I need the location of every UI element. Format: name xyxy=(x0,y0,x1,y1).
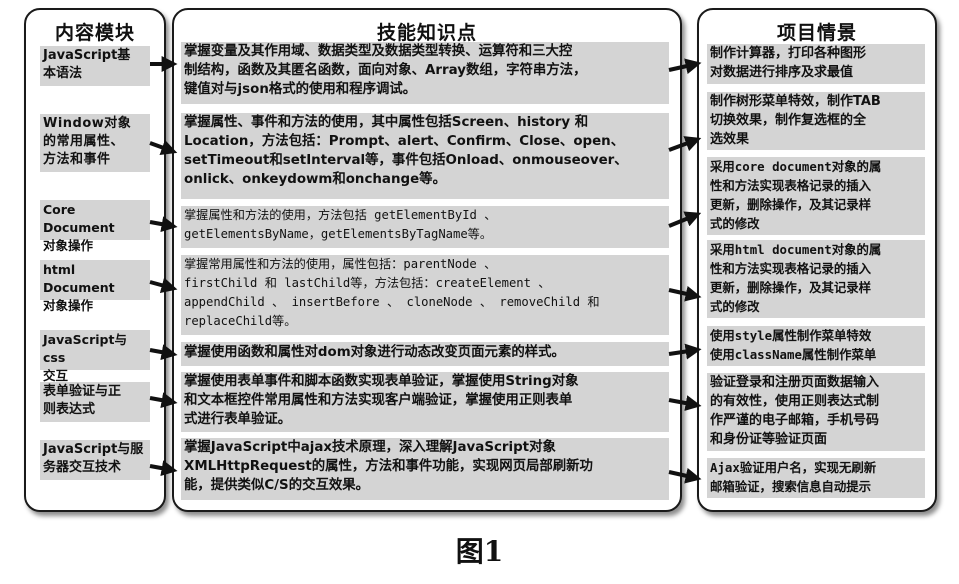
skill-box-5: 掌握使用函数和属性对dom对象进行动态改变页面元素的样式。 xyxy=(181,342,669,366)
skill-box-6: 掌握使用表单事件和脚本函数实现表单验证，掌握使用String对象 和文本框控件常… xyxy=(181,372,669,432)
project-box-6: 验证登录和注册页面数据输入 的有效性，使用正则表达式制 作严谨的电子邮箱，手机号… xyxy=(707,373,925,451)
skill-box-1: 掌握变量及其作用域、数据类型及数据类型转换、运算符和三大控 制结构，函数及其匿名… xyxy=(181,42,669,104)
project-box-1: 制作计算器，打印各种图形 对数据进行排序及求最值 xyxy=(707,44,925,84)
module-box-2: Window对象 的常用属性、 方法和事件 xyxy=(40,114,150,172)
modules-header: 内容模块 xyxy=(54,22,135,44)
project-box-2: 制作树形菜单特效，制作TAB 切换效果，制作复选框的全 选效果 xyxy=(707,92,925,150)
skill-box-3: 掌握属性和方法的使用，方法包括 getElementById 、 getElem… xyxy=(181,206,669,248)
module-box-5: JavaScript与css 交互 xyxy=(40,330,150,383)
skills-header: 技能知识点 xyxy=(376,22,477,44)
skill-box-4: 掌握常用属性和方法的使用，属性包括：parentNode 、 firstChil… xyxy=(181,255,669,335)
project-box-4: 采用html document对象的属 性和方法实现表格记录的插入 更新，删除操… xyxy=(707,240,925,318)
module-box-4: html Document 对象操作 xyxy=(40,260,150,313)
project-box-3: 采用core document对象的属 性和方法实现表格记录的插入 更新，删除操… xyxy=(707,157,925,235)
project-box-7: Ajax验证用户名，实现无刷新 邮箱验证，搜索信息自动提示 xyxy=(707,458,925,498)
skill-box-7: 掌握JavaScript中ajax技术原理，深入理解JavaScript对象 X… xyxy=(181,438,669,500)
figure-caption: 图1 xyxy=(455,535,504,568)
module-box-3: Core Document 对象操作 xyxy=(40,200,150,253)
skill-box-2: 掌握属性、事件和方法的使用，其中属性包括Screen、history 和 Loc… xyxy=(181,113,669,199)
module-box-6: 表单验证与正 则表达式 xyxy=(40,382,150,422)
projects-header: 项目情景 xyxy=(776,22,857,44)
project-box-5: 使用style属性制作菜单特效 使用className属性制作菜单 xyxy=(707,326,925,366)
module-box-7: JavaScript与服 务器交互技术 xyxy=(40,440,150,480)
module-box-1: JavaScript基 本语法 xyxy=(40,46,150,86)
